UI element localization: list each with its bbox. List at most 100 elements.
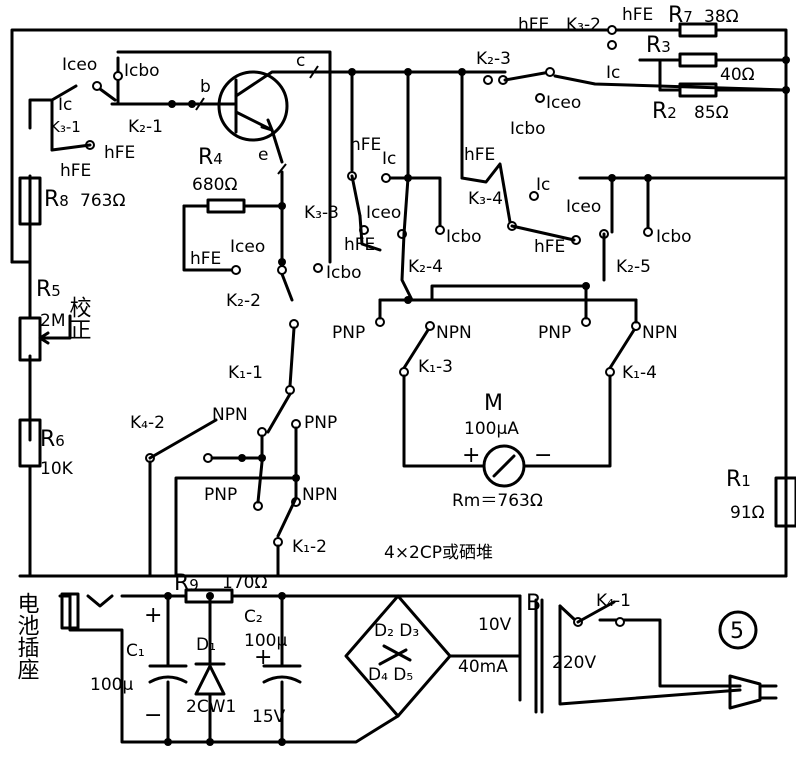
k2-1-label: K₂-1	[128, 117, 163, 137]
r5-note: 校正	[66, 296, 92, 340]
hfe-label-k32a: hFE	[518, 15, 549, 35]
c1-value: 100μ	[90, 675, 133, 695]
pnp-label-k12: PNP	[204, 485, 237, 505]
c1-minus: −	[144, 703, 162, 728]
figure-number: 5	[730, 619, 744, 644]
r4-value: 680Ω	[192, 175, 237, 195]
c1-plus: +	[144, 603, 162, 628]
hfe-label-k32b: hFE	[622, 5, 653, 25]
r7-label: R7	[668, 3, 693, 28]
meter-range: 100μA	[464, 419, 519, 439]
polarity-switch-meter	[375, 282, 641, 488]
k1-4-label: K₁-4	[622, 363, 657, 383]
ic-label-k34: Ic	[536, 175, 550, 195]
npn-label-k14: NPN	[642, 323, 678, 343]
bridge-bottom-label: D₄ D₅	[368, 665, 413, 685]
r1-value: 91Ω	[730, 503, 765, 523]
r9-label: R9	[174, 571, 199, 596]
k3-4-label: K₃-4	[468, 189, 503, 209]
r3-label: R3	[646, 33, 671, 58]
icbo-label-k25: Icbo	[656, 227, 692, 247]
icbo-label-k33: Icbo	[326, 263, 362, 283]
c2-voltage: 15V	[252, 707, 286, 727]
r5-value: 2M	[40, 311, 65, 331]
secondary-current: 40mA	[458, 657, 508, 677]
power-supply	[58, 588, 778, 746]
hfe-label-k34b: hFE	[534, 237, 565, 257]
k1-1-label: K₁-1	[228, 363, 263, 383]
hfe-label-k33b: hFE	[344, 235, 375, 255]
ic-label-k31: Ic	[58, 95, 72, 115]
transistor	[168, 65, 319, 175]
k1-switches	[28, 326, 301, 578]
ic-label-k23: Ic	[606, 63, 620, 83]
icbo-label-k24: Icbo	[446, 227, 482, 247]
hfe-label-k31: hFE	[60, 161, 91, 181]
r8-value: 763Ω	[80, 191, 125, 211]
pnp-label-k13: PNP	[332, 323, 365, 343]
k2-3-switch	[483, 67, 788, 103]
rectifier-note: 4×2CP或硒堆	[384, 543, 493, 563]
r8-label: R8	[44, 187, 69, 212]
k2-5-label: K₂-5	[616, 257, 651, 277]
k3-3-label: K₃-3	[304, 203, 339, 223]
hfe-label-k22: hFE	[190, 249, 221, 269]
r1-label: R1	[726, 467, 751, 492]
k4-2-label: K₄-2	[130, 413, 165, 433]
icbo-label-k21: Icbo	[124, 61, 160, 81]
d1-type: 2CW1	[186, 697, 236, 717]
c1-label: C₁	[126, 641, 145, 661]
iceo-label-k33: Iceo	[366, 203, 401, 223]
ic-label-k33: Ic	[382, 149, 396, 169]
iceo-label-k23: Iceo	[546, 93, 581, 113]
r5-label: R5	[36, 277, 61, 302]
k3-1-label: K₃-1	[50, 118, 81, 136]
c2-value: 100μ	[244, 631, 287, 651]
primary-voltage: 220V	[552, 653, 596, 673]
r8-resistor	[18, 176, 42, 226]
emitter-label: e	[258, 145, 268, 165]
k1-2-label: K₁-2	[292, 537, 327, 557]
r1-resistor	[578, 174, 796, 578]
icbo-label-k23: Icbo	[510, 119, 546, 139]
k2-1-switch	[50, 50, 332, 264]
r2-label: R2	[652, 99, 677, 124]
k1-3-label: K₁-3	[418, 357, 453, 377]
r7-value: 38Ω	[704, 7, 739, 27]
k3-2-label: K₃-2	[566, 15, 601, 35]
npn-label-k12: NPN	[302, 485, 338, 505]
k4-1-label: K₄-1	[596, 591, 631, 611]
k2-5-switch	[599, 176, 653, 282]
base-label: b	[200, 77, 211, 97]
hfe-label-k34: hFE	[464, 145, 495, 165]
r4-k2-2	[182, 170, 299, 329]
k2-4-label: K₂-4	[408, 257, 443, 277]
meter-resistance: Rm＝763Ω	[452, 491, 543, 511]
pnp-label-k11: PNP	[304, 413, 337, 433]
r6-value: 10K	[40, 459, 74, 479]
k2-3-label: K₂-3	[476, 49, 511, 69]
r9-value: 170Ω	[222, 573, 267, 593]
c2-plus: +	[254, 645, 272, 670]
k3-3-switch	[313, 171, 382, 273]
k2-2-label: K₂-2	[226, 291, 261, 311]
d1-label: D₁	[196, 635, 216, 655]
meter-name: M	[484, 391, 503, 416]
collector-label: c	[296, 51, 305, 71]
r3-value: 40Ω	[720, 65, 755, 85]
hfe-label-k33: hFE	[350, 135, 381, 155]
npn-label-k11: NPN	[212, 405, 248, 425]
range-resistors	[607, 22, 790, 98]
pnp-label-k14: PNP	[538, 323, 571, 343]
meter-plus: +	[462, 443, 480, 468]
npn-label-k13: NPN	[436, 323, 472, 343]
transformer-label: B	[526, 591, 541, 616]
iceo-label-k25: Iceo	[566, 197, 601, 217]
c2-label: C₂	[244, 607, 263, 627]
iceo-label-k21: Iceo	[62, 55, 97, 75]
secondary-voltage: 10V	[478, 615, 512, 635]
r5-potentiometer	[18, 314, 72, 362]
hfe-label-k21: hFE	[104, 143, 135, 163]
